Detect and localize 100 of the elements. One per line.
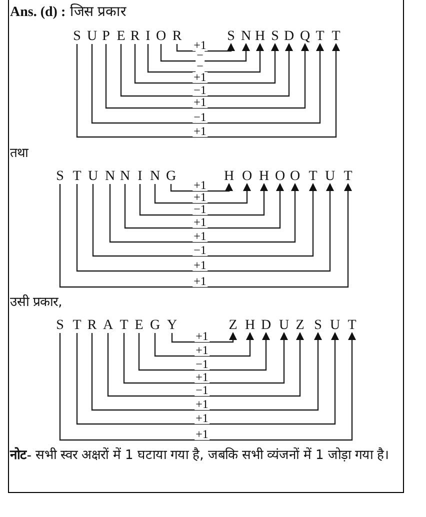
letter: U — [86, 169, 100, 185]
letter: H — [257, 169, 271, 185]
letter: U — [328, 318, 342, 334]
arrow — [59, 183, 352, 288]
edge-label: +1 — [192, 126, 208, 137]
edge-label: +1 — [194, 399, 210, 410]
letter: T — [117, 318, 131, 334]
letter: I — [141, 29, 155, 45]
edge-label: −1 — [194, 359, 210, 370]
letter: Q — [298, 29, 312, 45]
edge-label: +1 — [192, 217, 208, 228]
letter: U — [277, 318, 291, 334]
edge-label: +1 — [192, 260, 208, 271]
letter: R — [85, 318, 99, 334]
letter: R — [170, 29, 184, 45]
letter: N — [148, 169, 162, 185]
heading: Ans. (d) : जिस प्रकार — [10, 2, 128, 22]
letter: T — [313, 29, 327, 45]
arrow — [134, 43, 279, 84]
letter: T — [70, 169, 84, 185]
letter: R — [128, 29, 142, 45]
letter: N — [103, 169, 117, 185]
arrow — [123, 332, 288, 384]
letter: H — [243, 318, 257, 334]
edge-label: +1 — [192, 180, 208, 191]
edge-label: −1 — [192, 85, 208, 96]
letter: S — [53, 318, 67, 334]
letter: Y — [165, 318, 179, 334]
letter: G — [148, 318, 162, 334]
letter: Z — [226, 318, 240, 334]
arrow — [154, 183, 251, 204]
edge-label: +1 — [192, 276, 208, 287]
letter: T — [306, 169, 320, 185]
letter: U — [85, 29, 99, 45]
arrow — [76, 183, 334, 272]
arrow — [147, 43, 264, 73]
edge-label: +1 — [194, 413, 210, 424]
arrow — [109, 183, 299, 243]
letter: N — [239, 29, 253, 45]
letter: S — [224, 29, 238, 45]
arrow — [59, 332, 356, 441]
edge-label: − — [196, 50, 204, 61]
letter: U — [323, 169, 337, 185]
arrow — [76, 332, 339, 425]
arrow — [138, 332, 270, 371]
letter: S — [311, 318, 325, 334]
edge-label: +1 — [192, 97, 208, 108]
section-label: तथा — [10, 145, 30, 163]
letter: I — [133, 169, 147, 185]
letter: Z — [293, 318, 307, 334]
letter: S — [268, 29, 282, 45]
arrow — [124, 183, 284, 229]
letter: S — [70, 29, 84, 45]
letter: T — [341, 169, 355, 185]
edge-label: +1 — [192, 231, 208, 242]
arrow — [171, 332, 237, 343]
arrow — [107, 332, 304, 397]
letter: G — [164, 169, 178, 185]
letter: D — [259, 318, 273, 334]
arrow — [154, 332, 254, 357]
edge-label: +1 — [192, 192, 208, 203]
edge-label: −1 — [192, 204, 208, 215]
arrow — [120, 43, 293, 97]
edge-label: +1 — [194, 372, 210, 383]
arrow — [76, 43, 340, 138]
section-label: उसी प्रकार, — [10, 294, 64, 312]
letter: E — [114, 29, 128, 45]
letter: A — [101, 318, 115, 334]
letter: O — [273, 169, 287, 185]
arrow — [170, 183, 233, 192]
letter: E — [132, 318, 146, 334]
arrow — [92, 183, 317, 257]
arrow — [105, 43, 309, 109]
edge-label: −1 — [192, 245, 208, 256]
edge-label: −1 — [192, 112, 208, 123]
edge-label: +1 — [194, 429, 210, 440]
arrow — [91, 332, 322, 411]
edge-label: +1 — [194, 331, 210, 342]
letter: N — [118, 169, 132, 185]
letter: H — [253, 29, 267, 45]
letter: T — [345, 318, 359, 334]
edge-label: +1 — [194, 345, 210, 356]
letter: H — [222, 169, 236, 185]
edge-label: − — [196, 61, 204, 72]
letter: P — [99, 29, 113, 45]
edge-label: +1 — [192, 40, 208, 51]
letter: S — [53, 169, 67, 185]
letter: D — [282, 29, 296, 45]
note-text: नोट- सभी स्वर अक्षरों में 1 घटाया गया है, जबकि सभी व्यंजनों में 1 जोड़ा गया है। — [10, 446, 390, 465]
arrow — [139, 183, 268, 216]
arrow — [176, 43, 235, 52]
letter: T — [329, 29, 343, 45]
letter: O — [288, 169, 302, 185]
edge-label: +1 — [192, 72, 208, 83]
letter: O — [240, 169, 254, 185]
arrow — [160, 43, 250, 62]
arrow — [91, 43, 324, 124]
letter: T — [70, 318, 84, 334]
letter: O — [154, 29, 168, 45]
edge-label: −1 — [194, 385, 210, 396]
